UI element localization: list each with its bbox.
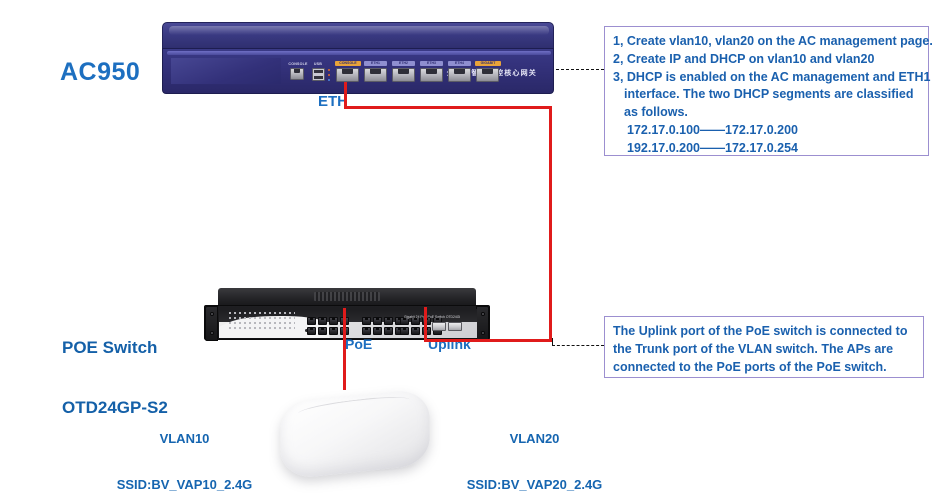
callout-ac-line-3: 3, DHCP is enabled on the AC management … <box>613 69 931 84</box>
poe-port[interactable] <box>329 327 338 335</box>
poe-port[interactable] <box>373 317 382 325</box>
ac950-badge-eth1: ETH1 <box>364 61 387 66</box>
ac950-port-usb[interactable] <box>312 68 325 81</box>
cable-uplink-riser <box>424 307 427 341</box>
poe-switch-name-line2: OTD24GP-S2 <box>62 398 168 418</box>
device-access-point <box>272 387 444 488</box>
device-poe-switch: Gigabit 24 Port PoE Switch OTD24GP-S2 24… <box>204 288 490 341</box>
poe-port[interactable] <box>384 317 393 325</box>
poe-switch-name-line1: POE Switch <box>62 338 158 358</box>
vlan10-line-2: SSID:BV_VAP10_2.4G <box>116 476 253 492</box>
cable-right-vertical <box>549 106 552 342</box>
leader-line-ac950 <box>556 69 604 70</box>
poe-switch-reset-button[interactable] <box>305 329 308 332</box>
ac950-panel-stripe <box>167 51 551 55</box>
ac950-port-eth5[interactable] <box>476 68 499 82</box>
ac950-port-eth0[interactable] <box>336 68 359 82</box>
leader-tick-poe <box>552 338 553 346</box>
callout-ac-line-5: as follows. <box>624 105 688 119</box>
cable-bottom-horizontal <box>424 339 552 342</box>
ac950-port-label-usb: USB <box>313 62 323 66</box>
uplink-sfp-port[interactable] <box>448 322 462 331</box>
poe-port[interactable] <box>329 317 338 325</box>
ac950-port-cluster: CONSOLE USB CONSOLE ETH1 ETH2 <box>285 57 501 91</box>
vlan20-line-2: SSID:BV_VAP20_2.4G <box>466 476 603 492</box>
poe-port[interactable] <box>318 327 327 335</box>
uplink-sfp-port[interactable] <box>432 322 446 331</box>
callout-poe-line-2: the Trunk port of the VLAN switch. The A… <box>613 341 894 356</box>
ac950-badge-eth2: ETH2 <box>392 61 415 66</box>
ac950-port-eth3[interactable] <box>420 68 443 82</box>
vlan10-info-block: VLAN10 SSID:BV_VAP10_2.4G Wireless user … <box>72 400 297 498</box>
poe-port[interactable] <box>362 327 371 335</box>
callout-ac-line-4: interface. The two DHCP segments are cla… <box>624 87 914 102</box>
label-ac950: AC950 <box>60 58 141 86</box>
vlan10-line-1: VLAN10 <box>159 430 210 446</box>
cable-poe-to-ap <box>343 308 346 390</box>
poe-switch-led-array <box>229 311 299 333</box>
ac950-front-panel: 全千兆智能流控核心网关 CONSOLE USB CONSOLE ETH1 <box>162 48 554 94</box>
poe-switch-face-text: Gigabit 24 Port PoE Switch OTD24GP-S2 24… <box>404 315 460 319</box>
ac950-badge-eth0: CONSOLE <box>335 61 361 66</box>
poe-rack-ear-left <box>205 306 218 341</box>
ac950-port-console[interactable] <box>290 68 304 80</box>
ac950-port-eth2[interactable] <box>392 68 415 82</box>
cable-eth-drop <box>344 82 347 108</box>
ac950-port-eth1[interactable] <box>364 68 387 82</box>
poe-switch-front-panel: Gigabit 24 Port PoE Switch OTD24GP-S2 24… <box>204 305 490 341</box>
callout-poe-line-1: The Uplink port of the PoE switch is con… <box>613 324 908 338</box>
callout-ac-line-7: 192.17.0.200——172.17.0.254 <box>627 140 798 155</box>
poe-port[interactable] <box>411 327 420 335</box>
ac950-led-1 <box>328 69 330 71</box>
callout-poe-uplink: The Uplink port of the PoE switch is con… <box>604 316 924 378</box>
callout-ac-line-2: 2, Create IP and DHCP on vlan10 and vlan… <box>613 51 875 66</box>
poe-port[interactable] <box>307 317 316 325</box>
poe-switch-vents <box>314 292 380 301</box>
callout-ac-configuration: 1, Create vlan10, vlan20 on the AC manag… <box>604 26 933 156</box>
label-poe-port: PoE <box>345 336 373 352</box>
label-poe-switch: POE Switch OTD24GP-S2 <box>62 298 168 458</box>
leader-line-poe <box>552 345 604 346</box>
poe-port[interactable] <box>373 327 382 335</box>
poe-port[interactable] <box>307 327 316 335</box>
poe-port[interactable] <box>362 317 371 325</box>
cable-eth-horizontal <box>344 106 552 109</box>
label-eth-link: ETH <box>318 93 348 110</box>
ac950-badge-eth3: ETH3 <box>420 61 443 66</box>
poe-port[interactable] <box>411 317 420 325</box>
ac950-led-3 <box>328 79 330 81</box>
ac950-port-label-console: CONSOLE <box>288 62 308 66</box>
poe-port-bank-2 <box>362 317 410 337</box>
poe-port-bank-1 <box>307 317 355 337</box>
callout-poe-line-3: connected to the PoE ports of the PoE sw… <box>613 359 887 374</box>
vlan20-line-1: VLAN20 <box>509 430 560 446</box>
ac950-led-2 <box>328 74 330 76</box>
ac950-chassis-top <box>162 22 554 50</box>
device-ac950: 全千兆智能流控核心网关 CONSOLE USB CONSOLE ETH1 <box>162 22 554 94</box>
ac950-port-eth4[interactable] <box>448 68 471 82</box>
callout-ac-line-1: 1, Create vlan10, vlan20 on the AC manag… <box>613 34 933 48</box>
ac950-badge-eth5: GIGABIT <box>475 61 501 66</box>
poe-port[interactable] <box>400 317 409 325</box>
ac950-panel-bevel <box>171 58 281 84</box>
poe-port[interactable] <box>318 317 327 325</box>
vlan20-info-block: VLAN20 SSID:BV_VAP20_2.4G Wireless user … <box>422 400 647 498</box>
poe-port[interactable] <box>384 327 393 335</box>
poe-switch-faceplate: Gigabit 24 Port PoE Switch OTD24GP-S2 24… <box>219 309 477 338</box>
poe-port-bank-4 <box>400 317 448 337</box>
poe-switch-chassis-top <box>218 288 476 308</box>
callout-ac-line-6: 172.17.0.100——172.17.0.200 <box>627 122 798 137</box>
poe-port[interactable] <box>400 327 409 335</box>
poe-rack-ear-right <box>476 306 489 341</box>
ac950-badge-eth4: ETH4 <box>448 61 471 66</box>
ac950-top-highlight <box>169 26 549 35</box>
